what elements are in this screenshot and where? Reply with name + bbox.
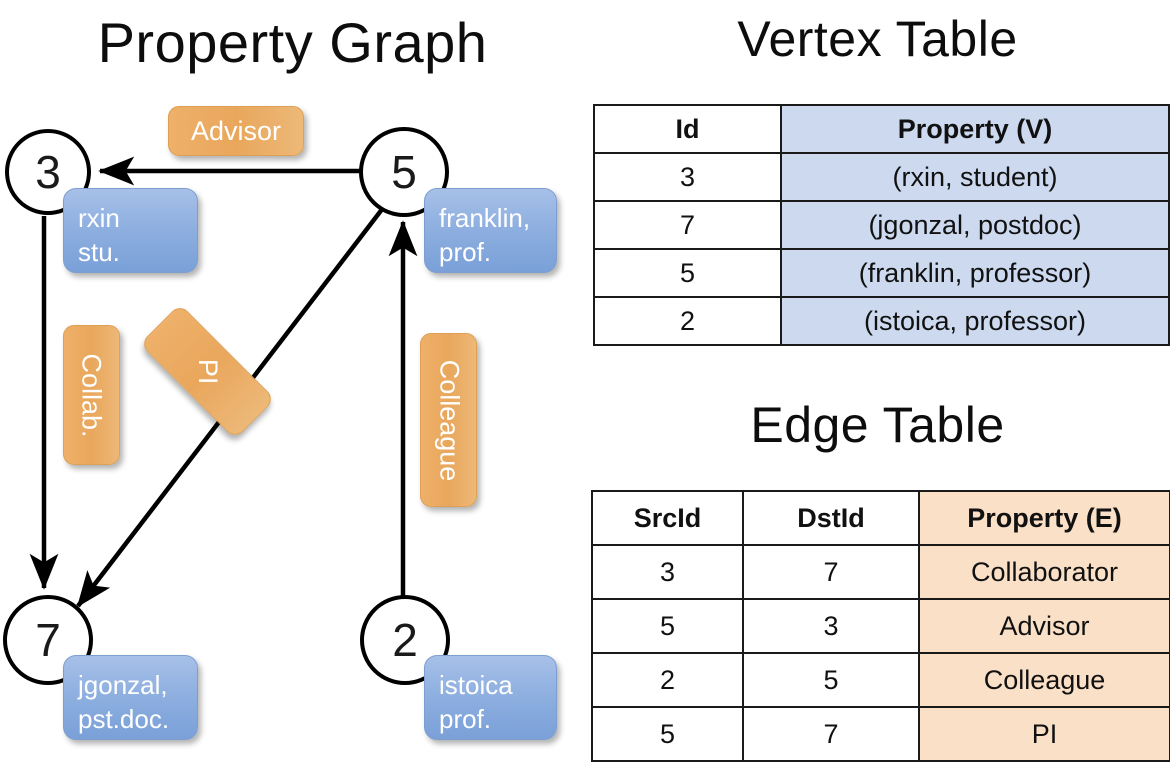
- edge-table-cell-dstid: 7: [742, 544, 920, 600]
- vertex-property-box-7-line2: pst.doc.: [78, 704, 170, 734]
- vertex-property-box-5-line1: franklin,: [439, 203, 531, 233]
- table-row: 7 (jgonzal, postdoc): [593, 200, 1170, 250]
- edge-table-cell-property: Advisor: [918, 598, 1170, 654]
- edge-label-advisor-text: Advisor: [190, 115, 282, 146]
- edge-label-colleague[interactable]: Colleague: [420, 333, 477, 507]
- edge-label-collab-text: Collab.: [77, 352, 108, 438]
- edge-table-cell-dstid: 5: [742, 652, 920, 708]
- vertex-table-cell-id: 5: [593, 248, 782, 298]
- edge-label-collab[interactable]: Collab.: [63, 325, 120, 465]
- edge-table-cell-property: Collaborator: [918, 544, 1170, 600]
- graph-node-3-label: 3: [35, 146, 61, 198]
- table-row: 2 (istoica, professor): [593, 296, 1170, 346]
- vertex-property-box-2-line1: istoica: [439, 670, 513, 700]
- edge-table: SrcId DstId Property (E) 3 7 Collaborato…: [591, 490, 1170, 762]
- vertex-table-header-id: Id: [593, 104, 782, 154]
- vertex-table-cell-property: (franklin, professor): [780, 248, 1170, 298]
- vertex-property-box-3-line1: rxin: [78, 203, 120, 233]
- edge-table-header-dstid: DstId: [742, 490, 920, 546]
- vertex-table-cell-property: (istoica, professor): [780, 296, 1170, 346]
- vertex-table-cell-property: (jgonzal, postdoc): [780, 200, 1170, 250]
- vertex-property-box-5[interactable]: franklin, prof.: [424, 188, 557, 273]
- vertex-table-header-property: Property (V): [780, 104, 1170, 154]
- edge-table-header-property: Property (E): [918, 490, 1170, 546]
- vertex-table-cell-id: 2: [593, 296, 782, 346]
- vertex-table-cell-id: 3: [593, 152, 782, 202]
- edge-label-colleague-text: Colleague: [434, 359, 464, 481]
- edge-table-cell-srcid: 5: [591, 598, 744, 654]
- vertex-property-box-7[interactable]: jgonzal, pst.doc.: [63, 655, 198, 740]
- vertex-table-cell-property: (rxin, student): [780, 152, 1170, 202]
- edge-table-cell-srcid: 3: [591, 544, 744, 600]
- table-row: 3 (rxin, student): [593, 152, 1170, 202]
- edge-table-cell-srcid: 5: [591, 706, 744, 762]
- table-row: 5 (franklin, professor): [593, 248, 1170, 298]
- graph-node-2-label: 2: [392, 614, 418, 666]
- edge-label-advisor[interactable]: Advisor: [168, 106, 304, 156]
- vertex-table-cell-id: 7: [593, 200, 782, 250]
- table-row: 5 3 Advisor: [591, 598, 1170, 654]
- vertex-property-box-3[interactable]: rxin stu.: [63, 188, 198, 273]
- edge-table-cell-property: Colleague: [918, 652, 1170, 708]
- vertex-property-box-7-line1: jgonzal,: [78, 670, 168, 700]
- edge-table-header-row: SrcId DstId Property (E): [591, 490, 1170, 546]
- graph-node-5-label: 5: [391, 146, 417, 198]
- edge-table-cell-dstid: 3: [742, 598, 920, 654]
- graph-node-5[interactable]: 5: [359, 127, 449, 217]
- page-title-property-graph: Property Graph: [97, 11, 488, 74]
- edge-table-cell-property: PI: [918, 706, 1170, 762]
- vertex-property-box-2[interactable]: istoica prof.: [424, 655, 557, 740]
- vertex-table: Id Property (V) 3 (rxin, student) 7 (jgo…: [593, 104, 1170, 346]
- table-row: 3 7 Collaborator: [591, 544, 1170, 600]
- graph-node-2[interactable]: 2: [360, 595, 450, 685]
- vertex-table-header-row: Id Property (V): [593, 104, 1170, 154]
- table-row: 2 5 Colleague: [591, 652, 1170, 708]
- table-row: 5 7 PI: [591, 706, 1170, 762]
- edge-table-cell-dstid: 7: [742, 706, 920, 762]
- page-title-edge-table: Edge Table: [750, 397, 1005, 453]
- vertex-property-box-3-line2: stu.: [78, 237, 120, 267]
- vertex-property-box-5-line2: prof.: [439, 237, 492, 267]
- edge-table-header-srcid: SrcId: [591, 490, 744, 546]
- vertex-property-box-2-line2: prof.: [439, 704, 492, 734]
- page-title-vertex-table: Vertex Table: [737, 11, 1018, 67]
- property-graph-diagram: 3 5 7 2 rxin stu. franklin, prof. jgonza…: [0, 0, 585, 760]
- edge-label-pi-text: PI: [192, 358, 223, 385]
- edge-table-cell-srcid: 2: [591, 652, 744, 708]
- graph-node-7-label: 7: [35, 614, 61, 666]
